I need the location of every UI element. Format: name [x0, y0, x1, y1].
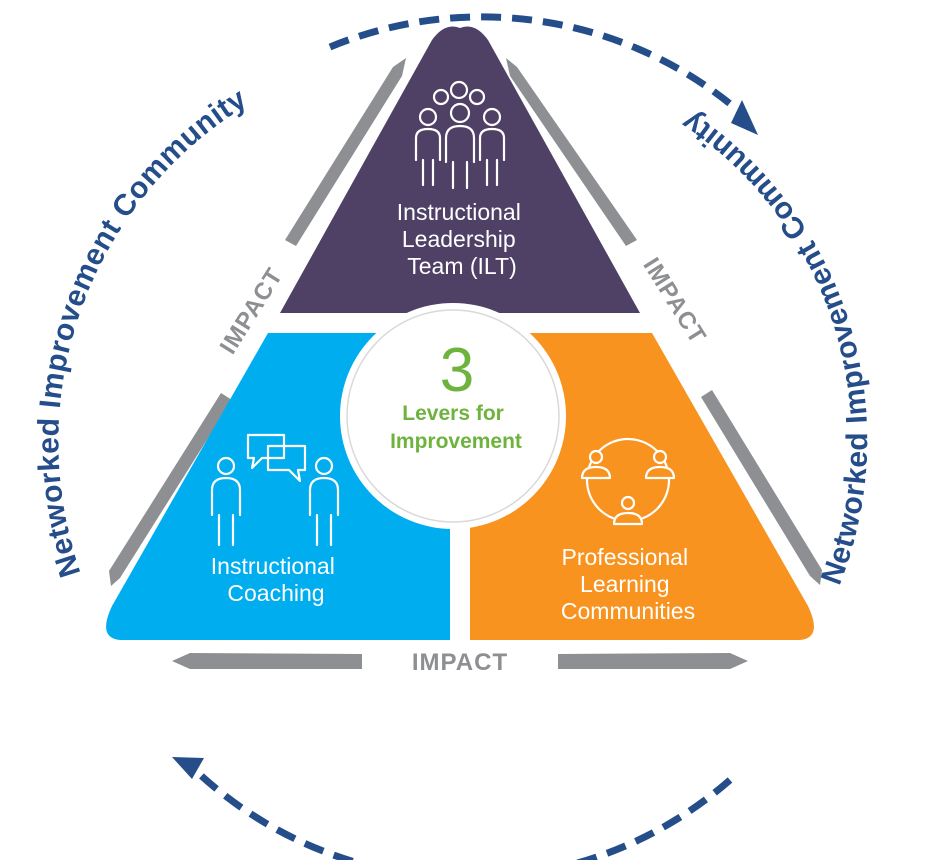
ring-arrowhead-top-right: [731, 100, 758, 135]
ring-arc-bottom: [192, 767, 733, 860]
center-label-line-1: Levers for: [402, 402, 504, 425]
lever-ilt-line-2: Leadership: [402, 226, 516, 252]
lever-ilt-line-3: Team (ILT): [407, 253, 516, 279]
networked-community-ring: [172, 13, 758, 860]
impact-arrow-lower-left: [109, 393, 232, 586]
impact-arrow-bottom-left: [172, 653, 362, 669]
impact-arrow-bottom-right: [558, 653, 748, 669]
lever-plc-label: Professional Learning Communities: [561, 544, 695, 624]
lever-ilt-line-1: Instructional: [397, 199, 521, 225]
center-label: Levers for Improvement: [390, 402, 522, 453]
lever-plc-line-3: Communities: [561, 598, 695, 624]
center-number: 3: [440, 336, 474, 405]
ring-arrowhead-bottom-left: [172, 757, 204, 779]
community-circle-icon: [580, 437, 676, 526]
lever-ilt-segment: [280, 26, 640, 313]
lever-plc-line-2: Learning: [580, 571, 670, 597]
lever-coaching-line-1: Instructional: [211, 553, 335, 579]
coaching-conversation-icon: [210, 433, 340, 547]
impact-arrows: [109, 58, 822, 669]
impact-arrow-lower-right: [701, 390, 822, 585]
center-circle: [346, 309, 560, 523]
impact-arrow-top-right: [506, 58, 637, 246]
center-label-line-2: Improvement: [390, 430, 522, 453]
lever-coaching-label: Instructional Coaching: [211, 553, 341, 606]
impact-arrow-top-left: [285, 58, 406, 246]
lever-plc-line-1: Professional: [562, 544, 689, 570]
team-group-icon: [414, 80, 506, 190]
ring-arc-top: [328, 13, 743, 115]
lever-ilt-label: Instructional Leadership Team (ILT): [397, 199, 527, 279]
lever-coaching-line-2: Coaching: [227, 580, 324, 606]
impact-label-bottom: IMPACT: [412, 649, 508, 676]
